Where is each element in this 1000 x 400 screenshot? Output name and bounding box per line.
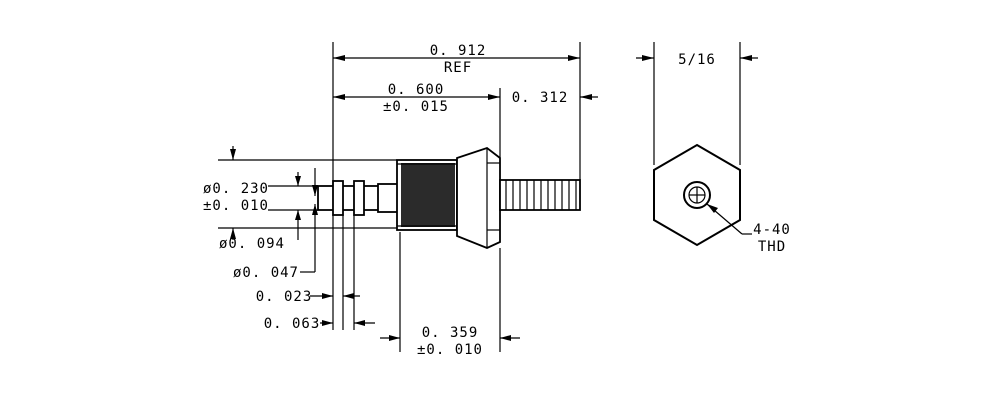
end-view <box>653 143 741 247</box>
side-view <box>317 146 581 249</box>
knurl-texture <box>401 163 455 227</box>
body-length-tol-label: ±0. 015 <box>383 99 449 115</box>
dimension-knurl-length: 0. 359 ±0. 010 <box>380 232 520 358</box>
dimension-body-length: 0. 600 ±0. 015 <box>333 82 501 158</box>
dimension-tip-diameter: ø0. 047 <box>233 168 318 281</box>
dimension-hex-size: 5/16 <box>636 42 758 165</box>
hex-end-view <box>653 143 741 247</box>
knurl-length-tol-label: ±0. 010 <box>417 342 483 358</box>
thread-note-label: THD <box>758 239 786 255</box>
knurl-length-label: 0. 359 <box>422 325 479 341</box>
groove-offset-label: 0. 063 <box>264 316 321 332</box>
dimension-outer-diameter: ø0. 230 ±0. 010 <box>203 146 397 240</box>
groove-ring-1 <box>332 180 344 216</box>
groove-ring-2 <box>353 180 365 216</box>
thread-lines <box>505 180 577 210</box>
dimension-overall: 0. 912 REF <box>332 42 581 186</box>
stud-length-label: 0. 312 <box>512 90 569 106</box>
pin-diameter-label: ø0. 094 <box>219 236 285 252</box>
thread-size-label: 4-40 <box>753 222 791 238</box>
dimension-pin-diameter: ø0. 094 <box>219 172 318 252</box>
overall-dim-label: 0. 912 <box>430 43 487 59</box>
overall-ref-label: REF <box>444 60 472 76</box>
groove-width-label: 0. 023 <box>256 289 313 305</box>
hex-size-label: 5/16 <box>678 52 716 68</box>
outer-diameter-tol-label: ±0. 010 <box>203 198 269 214</box>
body-length-label: 0. 600 <box>388 82 445 98</box>
thread-callout: 4-40 THD <box>706 203 791 255</box>
dimension-groove-offset: 0. 063 <box>264 215 375 332</box>
dimension-groove-width: 0. 023 <box>256 215 360 330</box>
outer-diameter-label: ø0. 230 <box>203 181 269 197</box>
threaded-stud <box>499 179 581 211</box>
dimension-stud-length: 0. 312 <box>512 90 598 106</box>
threaded-hole <box>683 181 711 209</box>
tip-diameter-label: ø0. 047 <box>233 265 299 281</box>
